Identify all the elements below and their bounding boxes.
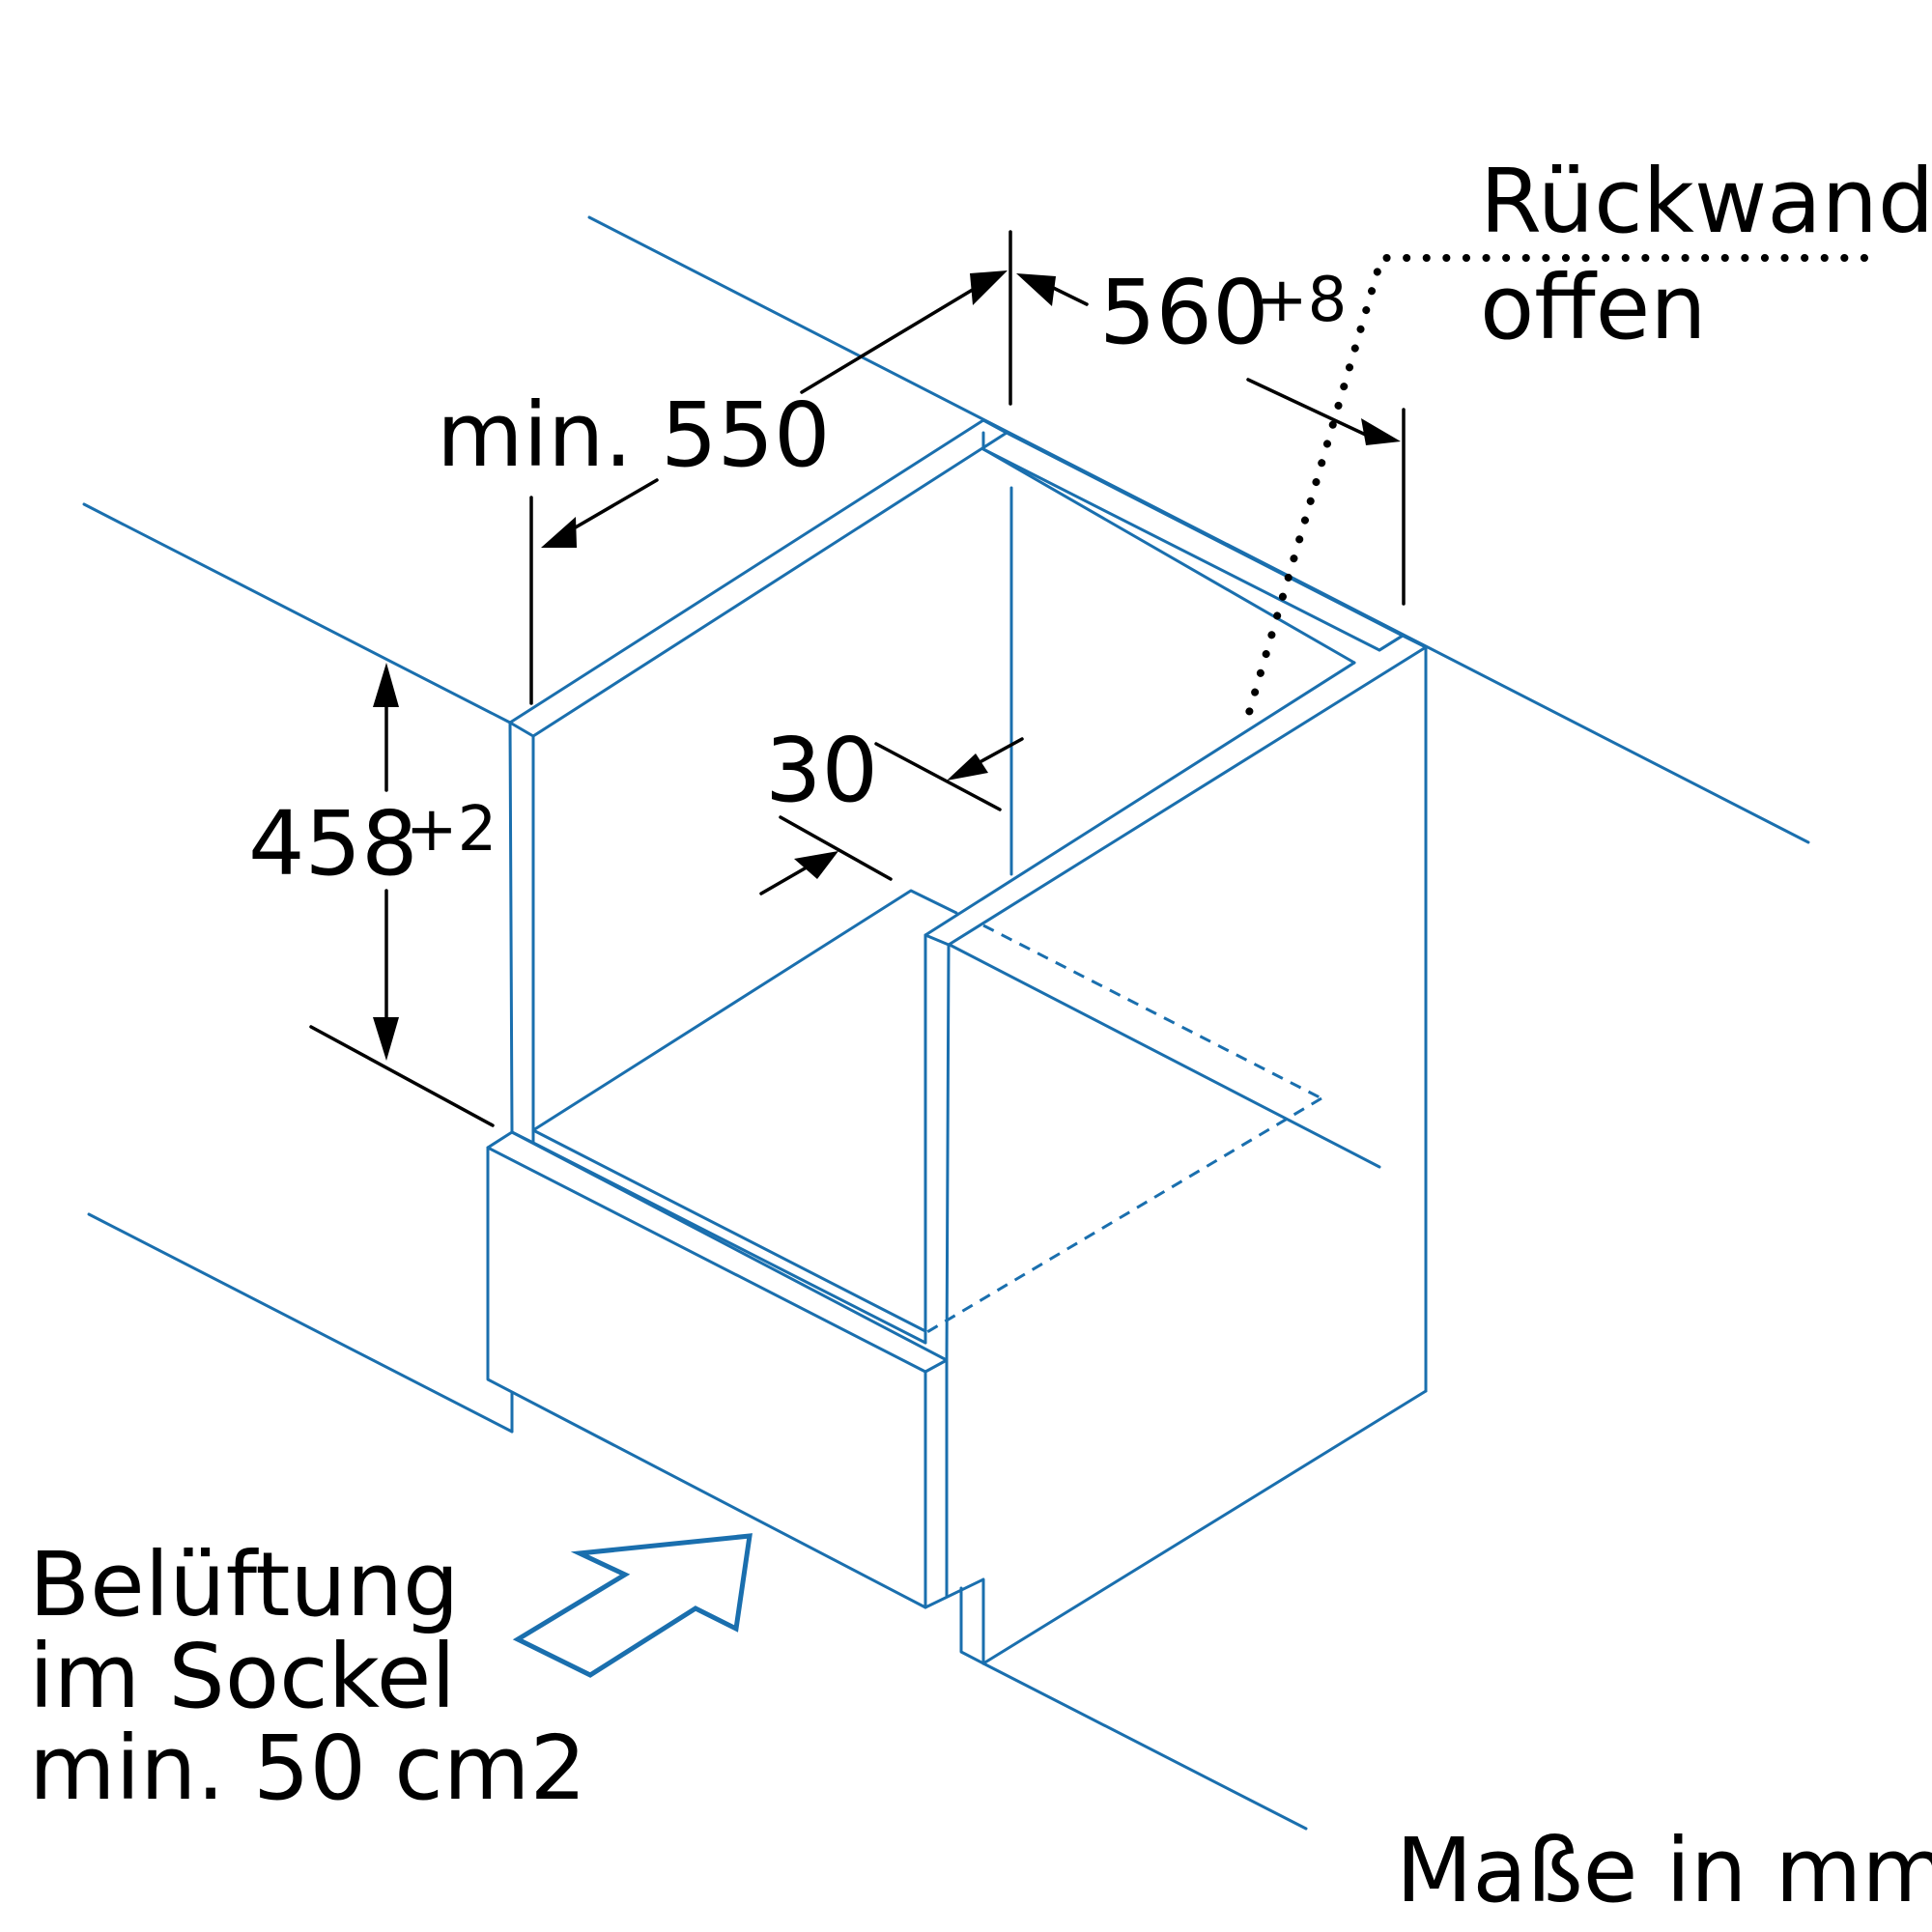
- arrowheads: [373, 270, 1401, 1061]
- extension-line-thickness-lower: [779, 815, 893, 881]
- arrowhead-width-left: [1016, 273, 1056, 306]
- label-panel-thickness: 30: [765, 719, 878, 822]
- front-left-edge-inner: [945, 943, 951, 1362]
- dimension-line-depth-upper: [800, 286, 978, 394]
- front-bottom-edge: [981, 1389, 1428, 1665]
- label-width-value: 560: [1099, 261, 1269, 364]
- cabinet-outline: [82, 215, 1810, 1831]
- label-back-wall-line1: Rückwand: [1480, 150, 1932, 253]
- niche-floor: [531, 889, 958, 1132]
- extension-line-height-bottom: [309, 1025, 495, 1127]
- plinth-body: [486, 1146, 927, 1609]
- hidden-line-floor: [924, 1096, 1322, 1335]
- arrowhead-height-top: [373, 663, 399, 707]
- dimension-line-width-right: [1246, 378, 1374, 440]
- label-back-wall-line2: offen: [1480, 256, 1707, 359]
- niche-floor-front: [531, 1128, 927, 1345]
- ventilation-arrow-icon: [512, 1533, 753, 1678]
- label-units-note: Maße in mm: [1396, 1819, 1932, 1922]
- dimension-line-thickness-lower: [759, 863, 813, 895]
- dimension-lines: [309, 230, 1406, 1127]
- label-height-tolerance: +2: [406, 794, 497, 866]
- arrowhead-depth-lower: [541, 517, 577, 548]
- arrowhead-thickness-lower: [794, 851, 838, 879]
- floor-line-left: [87, 1212, 514, 1434]
- floor-line-right: [981, 1662, 1308, 1831]
- arrowhead-width-right: [1361, 418, 1401, 445]
- text-labels: min. 550 560 +8 458 +2 30 Rückwand offen…: [29, 150, 1932, 1922]
- label-min-depth: min. 550: [437, 384, 831, 487]
- label-ventilation-line3: min. 50 cm2: [29, 1717, 586, 1820]
- wall-line-left: [82, 502, 512, 724]
- label-height-value: 458: [248, 792, 418, 895]
- arrowhead-thickness-upper: [947, 753, 988, 781]
- extension-line-thickness-upper: [874, 742, 1002, 811]
- hidden-lines: [924, 923, 1322, 1335]
- label-ventilation-line2: im Sockel: [29, 1625, 456, 1728]
- niche-floor-edge: [948, 943, 1381, 1169]
- front-bottom: [923, 1577, 985, 1665]
- open-back-wall-dotted-line: [1242, 254, 1868, 726]
- plinth-front: [486, 1130, 949, 1374]
- back-inner-edge: [981, 447, 1356, 665]
- label-ventilation-line1: Belüftung: [29, 1533, 459, 1636]
- label-width-tolerance: +8: [1256, 265, 1347, 336]
- top-rail-back: [981, 431, 1405, 652]
- arrowhead-height-bottom: [373, 1017, 399, 1061]
- left-side-panel: [508, 721, 535, 1145]
- top-rail-right: [923, 634, 1428, 947]
- hidden-line-back: [982, 923, 1322, 1100]
- arrowhead-depth-upper: [970, 270, 1008, 305]
